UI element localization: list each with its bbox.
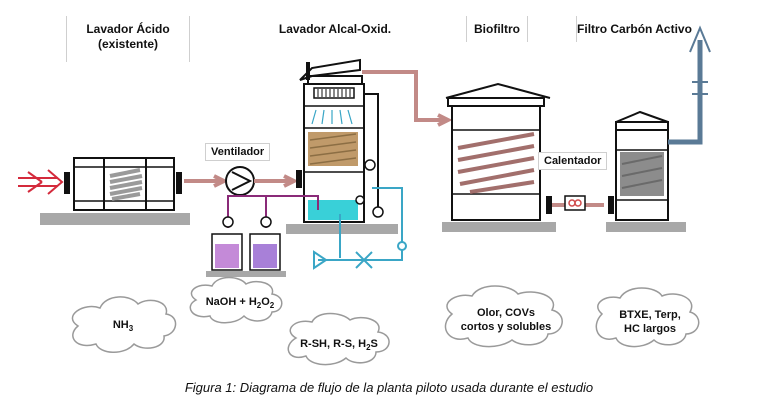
flowmeter-icon <box>397 241 407 251</box>
water-valve-icon <box>355 251 373 269</box>
tanks-base <box>206 271 286 277</box>
header-filtro-carbon-text: Filtro Carbón Activo <box>577 22 692 36</box>
clouds <box>71 276 700 366</box>
cloud-rsh-text: R-SH, R-S, H2S <box>294 337 384 355</box>
cloud-btxe-text: BTXE, Terp, HC largos <box>604 308 696 336</box>
cloud-naoh-text: NaOH + H2O2 <box>200 295 280 313</box>
cloud-olor-text: Olor, COVs cortos y solubles <box>454 306 558 334</box>
air-inlet-arrow <box>18 169 64 195</box>
naoh-sub1: 2 <box>256 301 262 311</box>
lavador-acido-bed <box>109 168 143 201</box>
ventilador-icon <box>225 166 255 196</box>
spray-nozzles <box>311 109 353 125</box>
lavador-alcal-unit <box>286 58 398 234</box>
dosing-pumps <box>222 216 272 228</box>
biofiltro-bed <box>457 132 535 194</box>
demister <box>313 87 355 99</box>
clean-air-outlet <box>668 40 703 145</box>
gas-pipe-2 <box>254 174 299 188</box>
header-lavador-acido: Lavador Ácido (existente) <box>66 16 190 62</box>
naoh-mid: O <box>261 296 270 308</box>
header-lavador-acido-line1: Lavador Ácido <box>86 22 170 36</box>
biofiltro-base <box>442 222 556 232</box>
rsh-sub: 2 <box>366 343 371 353</box>
calentador-icon <box>564 195 586 211</box>
filtro-carbon-body <box>615 129 669 221</box>
btxe-line1: BTXE, Terp, <box>619 309 681 321</box>
header-biofiltro: Biofiltro <box>466 16 528 42</box>
nh3-main: NH <box>112 319 129 331</box>
header-biofiltro-text: Biofiltro <box>474 22 520 36</box>
btxe-line2: HC largos <box>624 323 676 335</box>
ph-sensor-icon <box>364 159 376 171</box>
lavador-alcal-body <box>303 83 365 223</box>
lavador-acido-unit <box>40 157 190 225</box>
h2o2-tank <box>249 233 281 271</box>
nh3-sub: 3 <box>128 324 134 334</box>
cloud-btxe <box>595 287 700 348</box>
water-line <box>313 187 403 270</box>
label-calentador: Calentador <box>538 152 608 170</box>
lavador-alcal-base <box>286 224 398 234</box>
cloud-rsh <box>287 312 390 366</box>
header-lavador-alcal-text: Lavador Alcal-Oxid. <box>278 22 392 36</box>
cloud-nh3-text: NH3 <box>98 318 148 336</box>
biofiltro-unit <box>442 82 556 232</box>
naoh-pre: NaOH + H <box>205 296 257 308</box>
rsh-post: S <box>370 338 378 350</box>
biofiltro-roof <box>445 82 551 99</box>
label-ventilador-text: Ventilador <box>211 146 265 158</box>
rsh-pre: R-SH, R-S, H <box>300 338 367 350</box>
filtro-carbon-unit <box>606 110 686 232</box>
label-calentador-text: Calentador <box>544 155 602 167</box>
naoh-sub2: 2 <box>269 301 275 311</box>
lavador-acido-base <box>40 213 190 225</box>
lavador-acido-inlet-flange <box>64 172 70 194</box>
outlet-arrow-icon <box>689 25 711 95</box>
figure-caption: Figura 1: Diagrama de flujo de la planta… <box>184 380 594 395</box>
filtro-carbon-base <box>606 222 686 232</box>
naoh-tank <box>211 233 243 271</box>
lavador-acido-outlet-flange <box>176 172 182 194</box>
cloud-naoh <box>189 276 283 324</box>
gas-pipe-3 <box>362 70 453 127</box>
label-ventilador: Ventilador <box>205 143 271 161</box>
gas-pipe-1 <box>184 174 229 188</box>
lavador-alcal-sump <box>308 200 358 220</box>
olor-line1: Olor, COVs <box>476 307 536 319</box>
header-lavador-acido-line2: (existente) <box>97 37 159 51</box>
recirc-pump-icon <box>372 206 384 218</box>
filtro-carbon-bed <box>620 152 664 196</box>
cloud-olor <box>444 285 563 348</box>
olor-line2: cortos y solubles <box>460 321 552 333</box>
cloud-nh3 <box>71 296 177 353</box>
header-lavador-alcal: Lavador Alcal-Oxid. <box>276 16 394 42</box>
filtro-carbon-roof <box>615 110 669 123</box>
header-filtro-carbon: Filtro Carbón Activo <box>576 16 692 42</box>
